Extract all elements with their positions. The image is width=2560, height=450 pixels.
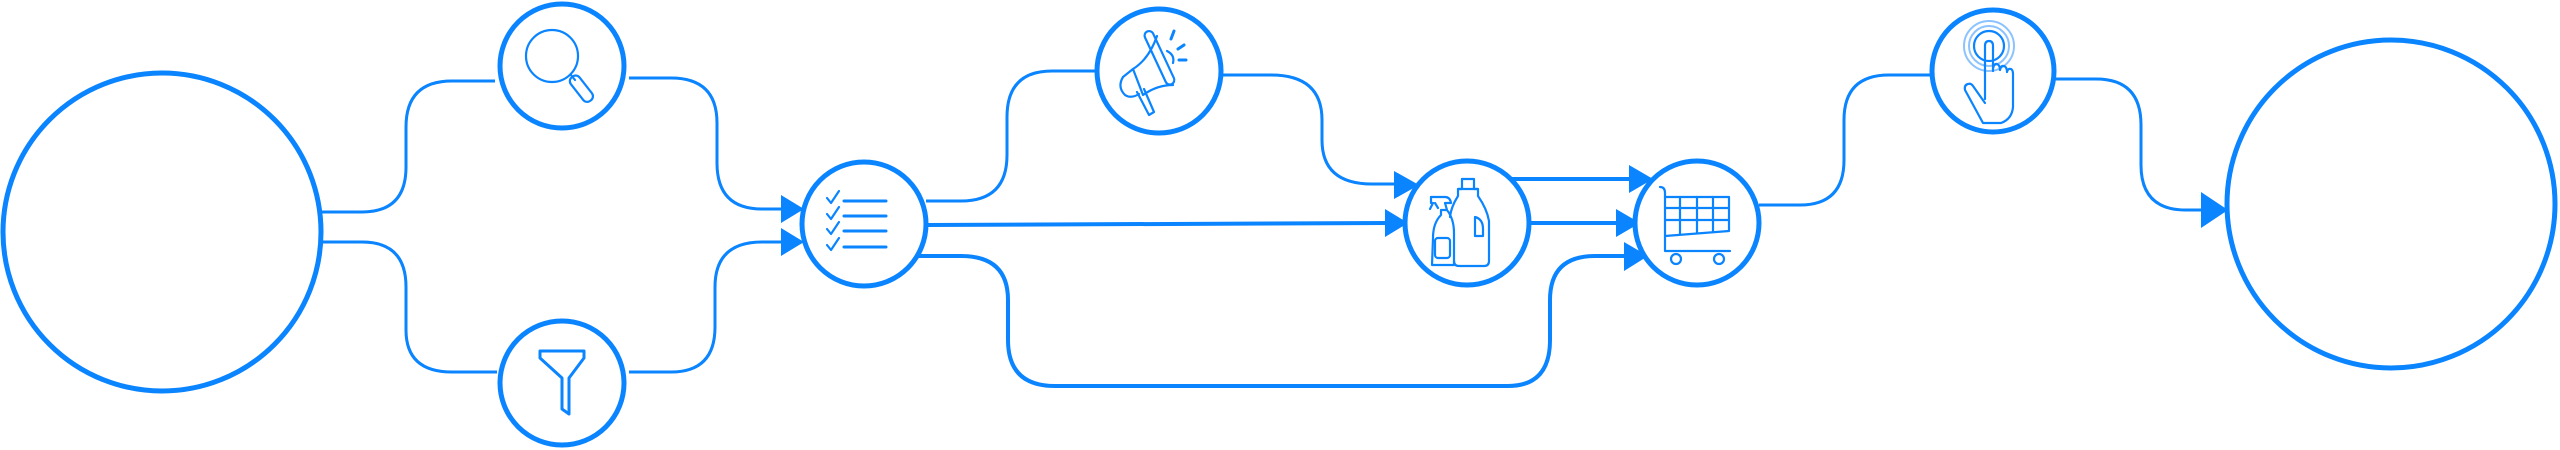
products-node[interactable] — [1402, 158, 1532, 288]
edge-promotion-products — [1221, 73, 1397, 186]
edge-start-filter — [322, 240, 497, 374]
magnifier-icon — [524, 28, 595, 103]
start-node[interactable] — [0, 70, 324, 394]
arrowhead — [1616, 209, 1640, 237]
edge-tap-end — [2054, 77, 2204, 212]
megaphone-icon — [1119, 29, 1188, 117]
arrowhead — [1624, 242, 1648, 271]
edge-checklist-promotion — [926, 69, 1097, 203]
edge-checklist-cart — [918, 254, 1627, 388]
tap-node[interactable] — [1929, 7, 2057, 135]
search-node[interactable] — [497, 1, 627, 131]
edge-search-checklist — [629, 76, 784, 211]
filter-node[interactable] — [497, 318, 627, 448]
connectors — [322, 69, 2228, 388]
funnel-icon — [538, 349, 586, 416]
checklist-node[interactable] — [799, 159, 929, 289]
arrowhead — [1394, 171, 1419, 199]
promotion-node[interactable] — [1094, 6, 1224, 136]
arrowhead — [2201, 192, 2228, 228]
cart-node[interactable] — [1632, 158, 1762, 288]
edge-cart-tap — [1759, 73, 1932, 207]
edge-filter-checklist — [629, 240, 784, 374]
edge-start-search — [322, 79, 495, 214]
checklist-icon — [825, 189, 888, 252]
arrowhead — [781, 195, 804, 223]
hand-tap-icon — [1963, 20, 2015, 125]
arrowhead — [1385, 209, 1408, 237]
end-node[interactable] — [2224, 37, 2558, 371]
arrowhead — [781, 228, 804, 256]
shopping-cart-icon — [1658, 185, 1732, 266]
cleaning-bottles-icon — [1428, 177, 1491, 268]
edge-checklist-products — [927, 221, 1389, 227]
arrowhead — [1629, 165, 1653, 193]
